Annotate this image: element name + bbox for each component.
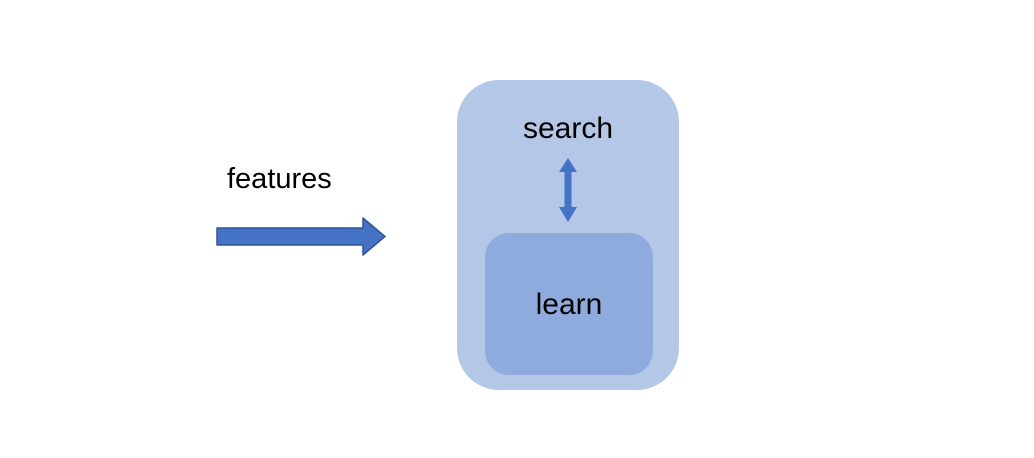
learn-box: learn <box>485 233 653 375</box>
right-arrow-shape <box>216 217 386 256</box>
up-down-arrow-icon <box>559 158 577 222</box>
features-label: features <box>227 163 332 195</box>
right-arrow-icon <box>216 217 386 256</box>
up-down-arrow-shape <box>559 158 577 222</box>
search-label: search <box>522 112 614 145</box>
learn-label: learn <box>535 287 603 321</box>
